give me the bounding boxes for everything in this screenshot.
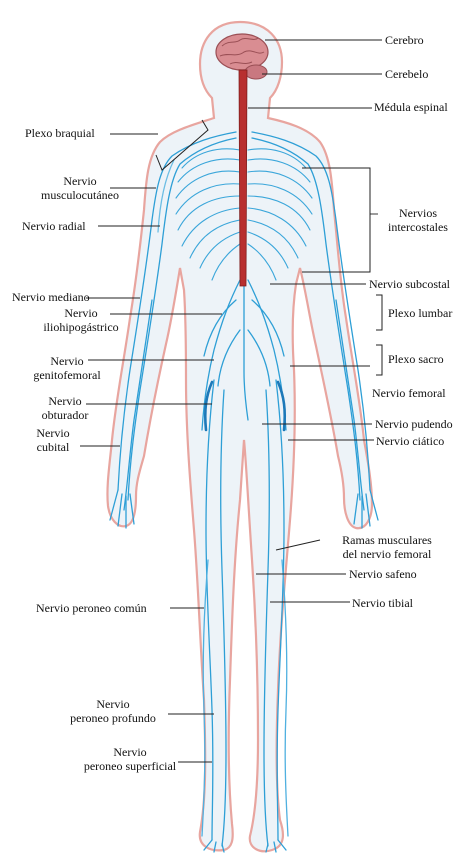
label-nervio-genitofemoral: Nervio genitofemoral (22, 354, 112, 382)
plexo-sacro-bracket (376, 345, 382, 375)
cerebellum (245, 65, 267, 79)
label-nervio-safeno: Nervio safeno (349, 567, 417, 581)
label-cerebelo: Cerebelo (385, 67, 428, 81)
label-nervio-musculocutaneo: Nervio musculocutáneo (30, 174, 130, 202)
label-nervio-radial: Nervio radial (22, 219, 86, 233)
label-nervio-subcostal: Nervio subcostal (369, 277, 450, 291)
label-nervio-peroneo-profundo: Nervio peroneo profundo (60, 697, 166, 725)
label-nervio-ciatico: Nervio ciático (376, 434, 444, 448)
label-ramas-musculares-nervio-femoral: Ramas musculares del nervio femoral (322, 533, 452, 561)
label-nervio-femoral: Nervio femoral (372, 386, 446, 400)
label-nervio-pudendo: Nervio pudendo (375, 417, 453, 431)
label-nervio-iliohipogastrico: Nervio iliohipogástrico (40, 306, 122, 334)
spinal-cord (239, 70, 247, 286)
plexo-lumbar-bracket (376, 295, 382, 330)
label-plexo-sacro: Plexo sacro (388, 352, 444, 366)
label-nervio-mediano: Nervio mediano (12, 290, 90, 304)
label-nervio-obturador: Nervio obturador (30, 394, 100, 422)
label-nervios-intercostales: Nervios intercostales (376, 206, 460, 234)
label-nervio-peroneo-comun: Nervio peroneo común (36, 601, 147, 615)
label-cerebro: Cerebro (385, 33, 424, 47)
label-medula-espinal: Médula espinal (374, 100, 448, 114)
label-plexo-braquial: Plexo braquial (25, 126, 95, 140)
brain (216, 34, 268, 70)
label-nervio-tibial: Nervio tibial (352, 596, 413, 610)
label-nervio-cubital: Nervio cubital (26, 426, 80, 454)
label-plexo-lumbar: Plexo lumbar (388, 306, 452, 320)
label-nervio-peroneo-superficial: Nervio peroneo superficial (74, 745, 186, 773)
